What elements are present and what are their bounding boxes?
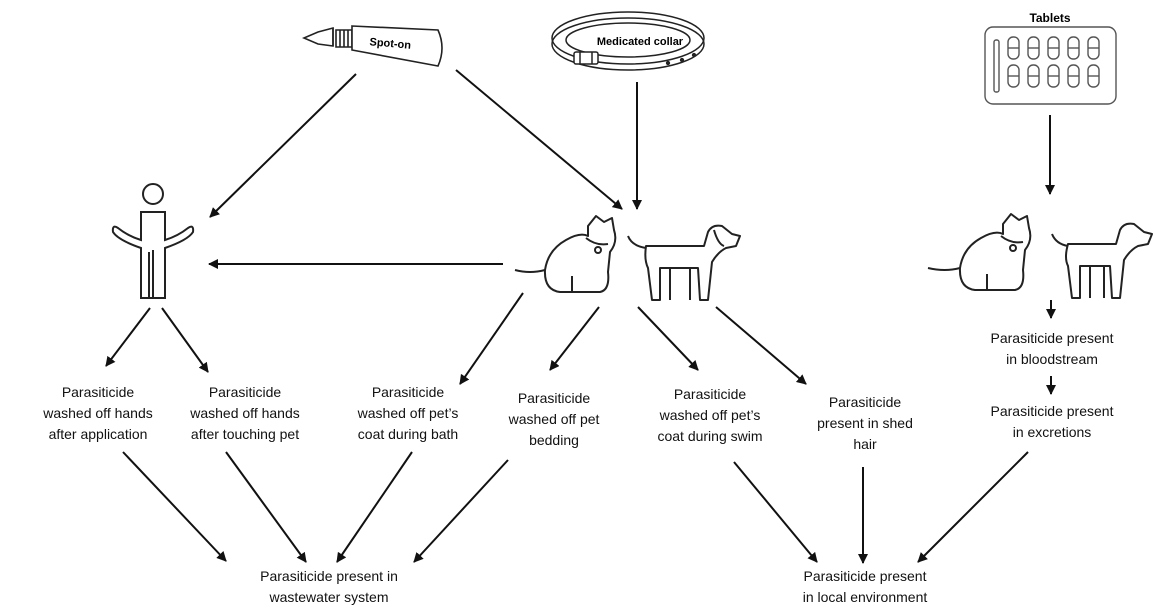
medicated-collar-label: Medicated collar <box>597 36 684 48</box>
arrow-pets-to-coat-swim <box>637 306 699 371</box>
spot-on-tube-icon <box>301 25 443 67</box>
node-coat-during-swim: Parasiticide washed off pet’s coat durin… <box>657 386 763 444</box>
node-wastewater-system: Parasiticide present in wastewater syste… <box>260 568 398 605</box>
arrow-coat-bath-to-wastewater <box>336 451 413 563</box>
tablets-label: Tablets <box>1029 11 1070 25</box>
node-bloodstream: Parasiticide present in bloodstream <box>990 330 1114 367</box>
node-excretions: Parasiticide present in excretions <box>990 403 1114 440</box>
arrow-pets-to-bedding <box>549 306 600 371</box>
person-icon <box>111 183 195 299</box>
dog-right-icon <box>1051 222 1153 299</box>
node-hands-after-application: Parasiticide washed off hands after appl… <box>43 384 153 442</box>
node-coat-during-bath: Parasiticide washed off pet’s coat durin… <box>357 384 459 442</box>
arrow-spot-on-to-pets <box>455 69 623 210</box>
arrow-hands-application-to-wastewater <box>122 451 227 562</box>
spot-on-label: Spot-on <box>369 36 412 52</box>
node-shed-hair: Parasiticide present in shed hair <box>817 394 913 452</box>
arrow-person-to-hands-application <box>105 307 151 367</box>
arrow-spot-on-to-person <box>209 73 357 218</box>
arrow-bedding-to-wastewater <box>413 459 509 563</box>
cat-right-icon <box>927 213 1032 291</box>
arrow-coat-swim-to-local <box>733 461 818 563</box>
arrow-excretions-to-local <box>917 451 1029 563</box>
arrows <box>105 69 1056 564</box>
arrow-hands-touching-to-wastewater <box>225 451 307 563</box>
dog-icon <box>627 224 741 301</box>
arrow-pets-to-shed-hair <box>715 306 807 385</box>
node-hands-after-touching: Parasiticide washed off hands after touc… <box>190 384 300 442</box>
tablets-blister-icon <box>984 26 1117 105</box>
arrow-person-to-hands-touching <box>161 307 209 373</box>
node-local-environment: Parasiticide present in local environmen… <box>802 568 928 605</box>
node-pet-bedding: Parasiticide washed off pet bedding <box>508 390 600 448</box>
medicated-collar-icon <box>551 11 705 71</box>
arrow-pets-to-coat-bath <box>459 292 524 385</box>
cat-icon <box>514 215 617 293</box>
